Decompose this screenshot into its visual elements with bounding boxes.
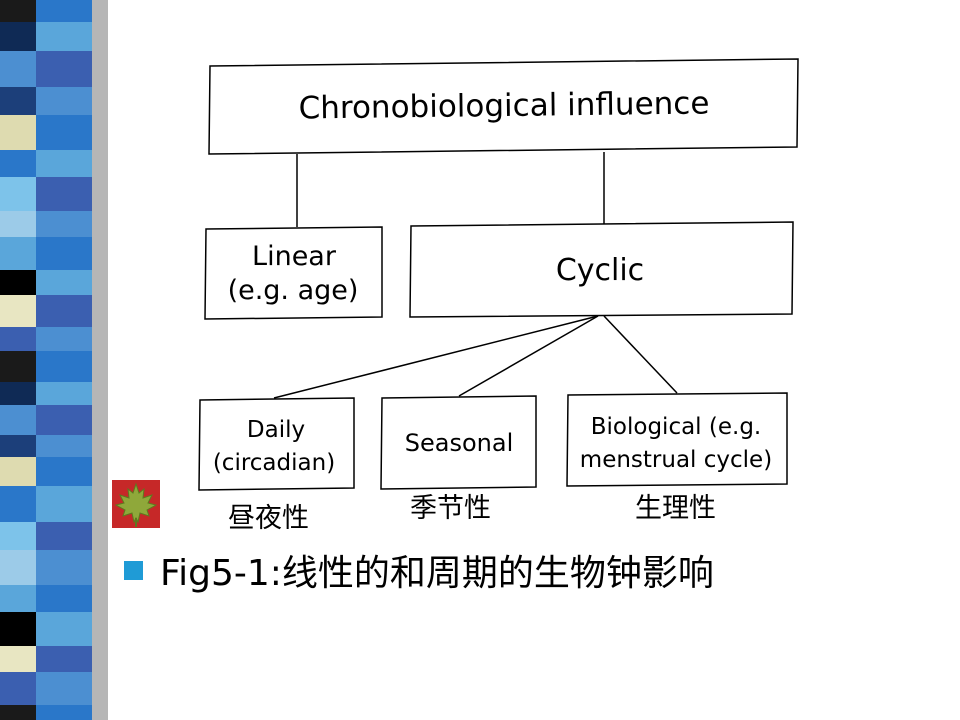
seasonal-box	[380, 395, 537, 490]
biological-label-line2: menstrual cycle)	[580, 447, 772, 473]
root-label: Chronobiological influence	[298, 85, 709, 126]
biological-box	[566, 392, 788, 487]
linear-label-line1: Linear	[252, 241, 337, 272]
biological-label-line1: Biological (e.g.	[591, 414, 761, 440]
biological-chinese-label: 生理性	[635, 493, 716, 524]
linear-label-line2: (e.g. age)	[228, 275, 359, 306]
daily-chinese-label: 昼夜性	[228, 503, 309, 534]
square-bullet-icon	[124, 561, 143, 580]
seasonal-label: Seasonal	[405, 429, 513, 457]
connector-cyclic-seasonal	[458, 315, 599, 397]
daily-box	[198, 397, 355, 491]
daily-label-line1: Daily	[247, 417, 305, 443]
cyclic-box	[409, 221, 794, 318]
decorative-side-stripe	[0, 0, 108, 720]
figure-caption: Fig5-1:线性的和周期的生物钟影响	[160, 553, 714, 594]
maple-leaf-icon	[112, 480, 160, 528]
daily-label-line2: (circadian)	[213, 450, 335, 476]
connector-cyclic-daily	[273, 315, 599, 399]
linear-box	[204, 226, 383, 320]
seasonal-chinese-label: 季节性	[410, 493, 491, 524]
root-box	[208, 58, 799, 155]
connector-cyclic-biological	[603, 315, 678, 394]
cyclic-label: Cyclic	[556, 253, 644, 288]
